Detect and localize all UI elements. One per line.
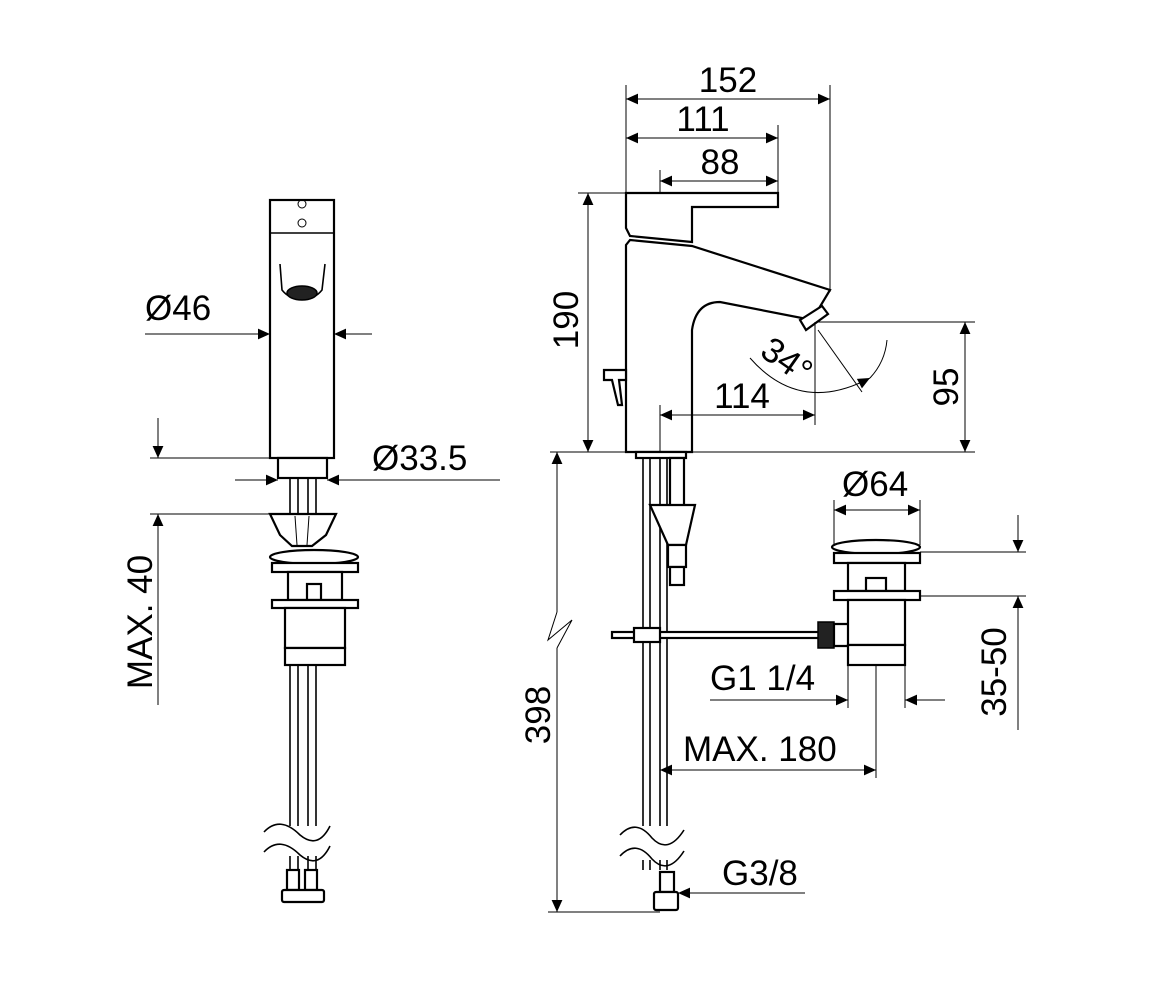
front-view: Ø46 Ø33.5 MAX. 40 — [121, 198, 500, 904]
dimension-label: 190 — [547, 291, 586, 349]
dimension-shank-diameter: Ø33.5 — [235, 439, 500, 486]
dimension-label: G1 1/4 — [710, 659, 815, 698]
dimension-label: Ø64 — [842, 465, 908, 504]
dimension-hose-length: 398 — [519, 452, 660, 913]
dimension-max-thickness: MAX. 40 — [121, 418, 290, 705]
dimension-label: 88 — [701, 143, 740, 182]
dimension-label: 111 — [676, 100, 729, 139]
dimension-label: 152 — [699, 61, 757, 100]
tap-body-side — [602, 191, 832, 460]
dimension-label: Ø46 — [145, 289, 211, 328]
dimension-spout-diameter: Ø46 — [145, 289, 372, 340]
dimension-supply-thread: G3/8 — [678, 854, 805, 899]
dimension-label: G3/8 — [722, 854, 798, 893]
dimension-label: 114 — [714, 377, 770, 416]
dimension-label: MAX. 180 — [683, 730, 837, 769]
dimension-height: 190 — [547, 192, 626, 452]
dimension-lever-length: 88 — [659, 143, 778, 193]
dimension-spout-height: 95 — [818, 321, 975, 452]
dimension-label: MAX. 40 — [121, 555, 160, 689]
dimension-lever-depth: 111 — [626, 100, 779, 193]
popup-rod — [610, 621, 854, 649]
supply-hoses-front — [262, 665, 342, 904]
shank-front — [268, 456, 338, 548]
dimension-label: Ø33.5 — [372, 439, 467, 478]
dimension-label: 35-50 — [975, 627, 1014, 717]
dimension-max-distance: MAX. 180 — [660, 665, 877, 778]
side-view: 152 111 88 190 95 114 — [519, 61, 1026, 913]
dimension-waste-range: 35-50 — [920, 515, 1026, 730]
dimension-spout-reach: 114 — [659, 322, 816, 452]
dimension-label: 398 — [519, 686, 558, 744]
dimension-label: 95 — [927, 368, 966, 407]
pipes-side — [618, 456, 697, 912]
dimension-waste-thread: G1 1/4 — [710, 659, 945, 708]
dimension-lever-angle: 34° — [749, 329, 888, 394]
tap-body-front — [268, 198, 336, 460]
waste-front — [268, 548, 360, 667]
dimension-waste-diameter: Ø64 — [833, 465, 921, 545]
dimension-overall-depth: 152 — [625, 61, 831, 292]
